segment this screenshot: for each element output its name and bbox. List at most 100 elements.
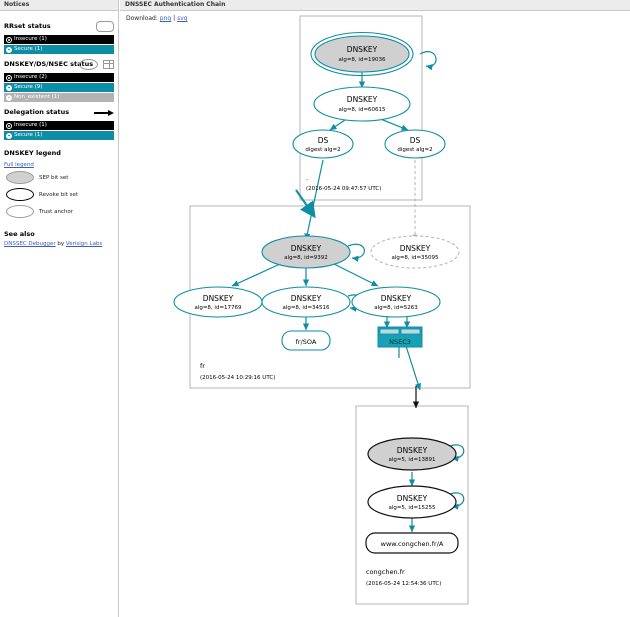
rrset-status-insecure-row[interactable]: Insecure (1) <box>4 35 114 44</box>
legend-sep-label: SEP bit set <box>39 174 69 181</box>
see-also-by: by <box>55 241 66 247</box>
edge-root-ksk-self <box>419 51 437 71</box>
root-ds-right-sub: digest alg=2 <box>397 147 432 153</box>
secure-dot-icon <box>6 46 12 53</box>
congchen-zone-label: congchen.fr <box>366 568 405 576</box>
auth-chain-title: DNSSEC Authentication Chain <box>120 0 630 11</box>
root-ksk-title: DNSKEY <box>347 45 378 54</box>
see-also-section: See also DNSSEC Debugger by Verisign Lab… <box>4 230 114 247</box>
node-congchen-zsk[interactable]: DNSKEY alg=5, id=15255 <box>367 485 457 519</box>
fr-zone-label: fr <box>200 362 205 370</box>
node-fr-zsk-17769[interactable]: DNSKEY alg=8, id=17769 <box>173 286 263 318</box>
fr-ksk-sub: alg=8, id=9392 <box>284 255 328 261</box>
notices-panel-title: Notices <box>0 0 118 11</box>
node-root-ds-right[interactable]: DS digest alg=2 <box>384 129 446 159</box>
legend-item-anchor: Trust anchor <box>6 205 114 218</box>
cc-a-title: www.congchen.fr/A <box>381 540 444 548</box>
rrset-rounded-rect-icon <box>96 21 114 32</box>
node-fr-ksk[interactable]: DNSKEY alg=8, id=9392 <box>261 235 351 269</box>
fr-soa-title: fr/SOA <box>296 338 317 346</box>
root-zone-label: . <box>306 174 308 182</box>
fr-zone-timestamp: (2016-05-24 10:29:16 UTC) <box>200 375 275 381</box>
root-zsk-sub: alg=8, id=60615 <box>338 107 386 113</box>
edge-root-zsk-to-ds-right <box>377 117 409 131</box>
fr-nonexistent-title: DNSKEY <box>400 244 431 253</box>
cc-ksk-title: DNSKEY <box>397 446 428 455</box>
download-svg-link[interactable]: svg <box>177 15 188 22</box>
delegation-status-section-header: Delegation status <box>4 107 114 118</box>
fr-nsec3-title: NSEC3 <box>389 338 411 346</box>
dnskey-status-secure-row[interactable]: Secure (9) <box>4 83 114 92</box>
secure-dot-icon <box>6 84 12 91</box>
node-root-ds-left[interactable]: DS digest alg=2 <box>292 129 354 159</box>
secure-dot-icon <box>6 132 12 139</box>
fr-ksk-title: DNSKEY <box>291 244 322 253</box>
download-label: Download: <box>126 15 158 22</box>
edge-cc-ksk-self <box>449 444 465 462</box>
node-congchen-a-record[interactable]: www.congchen.fr/A <box>365 532 459 554</box>
dnskey-status-insecure-row[interactable]: Insecure (2) <box>4 73 114 82</box>
download-png-link[interactable]: png <box>159 15 172 22</box>
nonexistent-dot-icon <box>6 94 12 101</box>
rrset-status-secure-row[interactable]: Secure (1) <box>4 45 114 54</box>
dnskey-legend-title: DNSKEY legend <box>4 149 61 157</box>
fr-zsk1-sub: alg=8, id=17769 <box>194 305 242 311</box>
cc-ksk-sub: alg=5, id=13891 <box>388 457 435 463</box>
legend-revoke-label: Revoke bit set <box>39 191 79 198</box>
root-ds-left-sub: digest alg=2 <box>305 147 340 153</box>
dnskey-status-nonexistent-row[interactable]: Non_existent (1) <box>4 93 114 102</box>
dnskey-legend-section-header: DNSKEY legend <box>4 148 114 159</box>
insecure-dot-icon <box>6 122 12 129</box>
dnskey-legend-icons <box>4 58 114 70</box>
dnskey-insecure-label: Insecure (2) <box>14 74 47 80</box>
delegation-secure-label: Secure (1) <box>14 132 43 138</box>
node-fr-nonexistent-dnskey[interactable]: DNSKEY alg=8, id=35095 <box>370 235 460 269</box>
edge-fr-ksk-to-zsk3 <box>333 263 379 287</box>
edge-fr-to-congchen <box>405 345 422 391</box>
download-separator: | <box>173 15 176 22</box>
rrset-insecure-label: Insecure (1) <box>14 36 47 42</box>
root-ds-left-title: DS <box>318 136 329 145</box>
fr-zsk2-sub: alg=8, id=34516 <box>282 305 330 311</box>
root-zone-timestamp: (2016-05-24 09:47:57 UTC) <box>306 186 381 192</box>
legend-anchor-label: Trust anchor <box>39 208 74 215</box>
dnssec-chain-graph: DNSKEY alg=8, id=19036 DNSKEY alg=8, id=… <box>120 14 630 614</box>
delegation-legend-icons <box>94 109 114 116</box>
revoke-bit-ellipse-icon <box>6 188 34 201</box>
insecure-dot-icon <box>6 74 12 81</box>
fr-zsk1-title: DNSKEY <box>203 294 234 303</box>
node-root-zsk[interactable]: DNSKEY alg=8, id=60615 <box>313 86 411 122</box>
dnskey-ds-nsec-status-section-header: DNSKEY/DS/NSEC status <box>4 59 114 70</box>
node-fr-soa[interactable]: fr/SOA <box>281 330 331 351</box>
rrset-legend-icons <box>96 21 114 32</box>
fr-nonexistent-sub: alg=8, id=35095 <box>391 255 439 261</box>
fr-zsk3-title: DNSKEY <box>381 294 412 303</box>
root-ksk-sub: alg=8, id=19036 <box>338 57 386 63</box>
arrow-icon <box>94 109 114 116</box>
notices-sidebar: Notices RRset status Insecure (1) Secure… <box>0 0 119 617</box>
rrset-status-label: RRset status <box>4 22 51 30</box>
rrset-status-section-header: RRset status <box>4 21 114 32</box>
see-also-line: DNSSEC Debugger by Verisign Labs <box>4 241 114 247</box>
delegation-insecure-label: Insecure (1) <box>14 122 47 128</box>
root-ds-right-title: DS <box>410 136 421 145</box>
fr-zsk2-title: DNSKEY <box>291 294 322 303</box>
node-congchen-ksk[interactable]: DNSKEY alg=5, id=13891 <box>367 437 457 471</box>
node-fr-nsec3[interactable]: NSEC3 <box>377 326 423 348</box>
delegation-status-insecure-row[interactable]: Insecure (1) <box>4 121 114 130</box>
node-fr-zsk-34516[interactable]: DNSKEY alg=8, id=34516 <box>261 286 351 318</box>
download-row: Download: png | svg <box>120 11 630 22</box>
full-legend-link[interactable]: Full legend <box>4 162 34 168</box>
root-zsk-title: DNSKEY <box>347 95 378 104</box>
ellipse-icon <box>79 58 98 70</box>
verisign-labs-link[interactable]: Verisign Labs <box>65 241 103 247</box>
node-fr-zsk-5263[interactable]: DNSKEY alg=8, id=5263 <box>351 286 441 318</box>
fr-zsk3-sub: alg=8, id=5263 <box>374 305 418 311</box>
dnskey-nonexistent-label: Non_existent (1) <box>14 94 60 100</box>
delegation-status-secure-row[interactable]: Secure (1) <box>4 131 114 140</box>
dnssec-debugger-link[interactable]: DNSSEC Debugger <box>4 241 56 247</box>
congchen-zone-timestamp: (2016-05-24 12:54:36 UTC) <box>366 581 441 587</box>
node-root-ksk[interactable]: DNSKEY alg=8, id=19036 <box>310 31 414 77</box>
table-icon <box>103 59 114 69</box>
dnskey-secure-label: Secure (9) <box>14 84 43 90</box>
